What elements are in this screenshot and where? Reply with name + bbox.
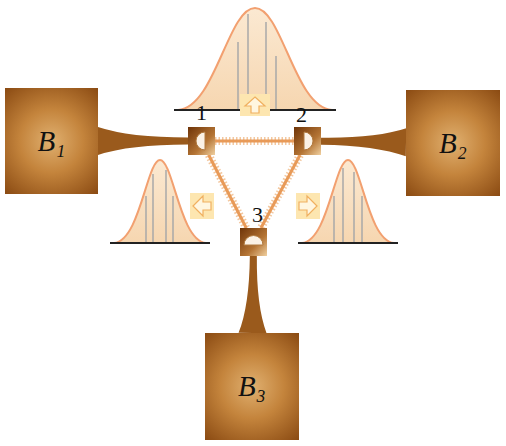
bath-label: B₃ [238,370,266,403]
qubit-symbol [240,228,267,256]
bath-lead [321,128,406,156]
qubit-number: 1 [196,102,207,124]
bath-label: B₂ [439,127,467,160]
coupling-line [209,155,247,228]
qubit-box: 3 [240,228,267,256]
coupling-line [261,155,300,228]
qubit-number: 2 [296,104,307,126]
direction-arrow [296,193,320,219]
bath-label: B₁ [38,125,66,158]
direction-arrow [240,94,270,116]
qubit-box: 1 [188,127,215,155]
direction-arrow [190,193,214,219]
qubit-symbol [294,127,321,155]
qubit-symbol [188,127,215,155]
qubit-box: 2 [294,127,321,155]
heat-bath: B₂ [406,90,500,196]
heat-bath: B₃ [205,333,299,440]
gaussian-distribution [298,160,398,243]
coupling-line [215,141,294,142]
bath-lead [239,256,267,333]
bath-lead [98,127,188,155]
qubit-number: 3 [252,204,263,226]
heat-bath: B₁ [5,88,98,194]
